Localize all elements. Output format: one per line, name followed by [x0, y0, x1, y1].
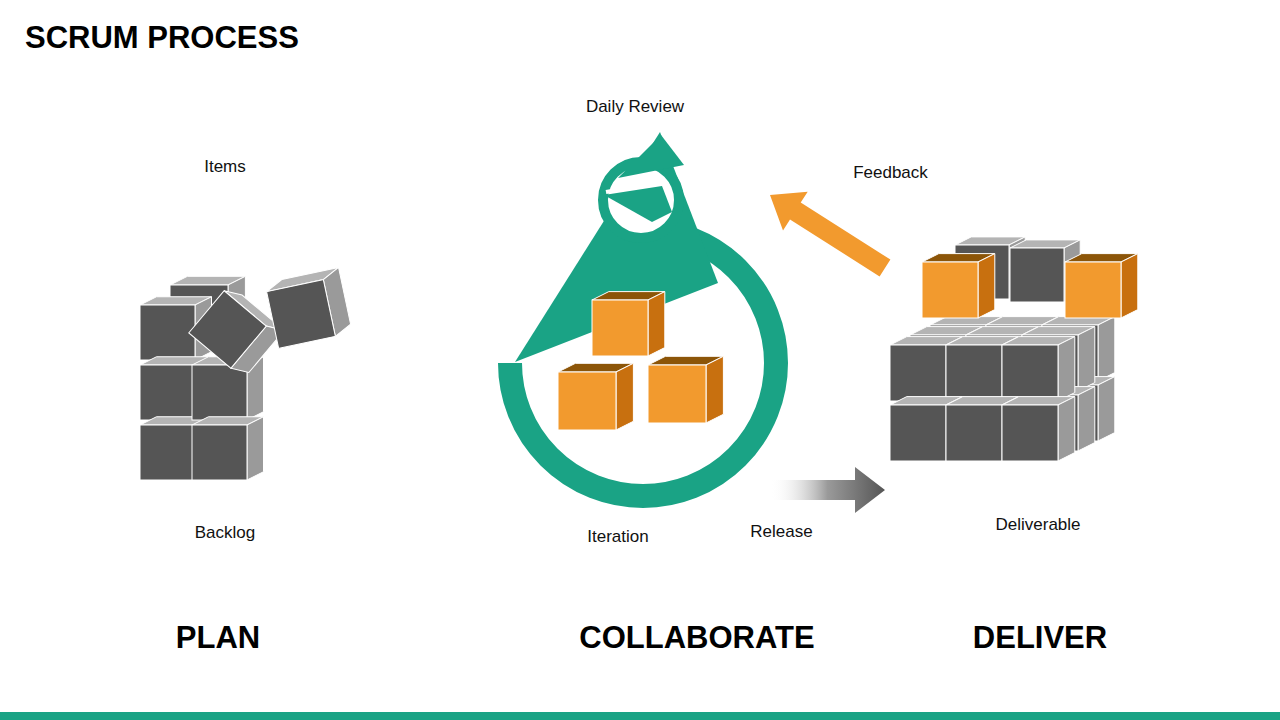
cube-side: [1078, 387, 1095, 451]
edge-label: Feedback: [850, 163, 931, 183]
cube-side: [706, 356, 723, 423]
flow-arrow: [770, 192, 890, 277]
cube-front: [946, 345, 1002, 401]
cube-side: [1098, 317, 1115, 381]
cube-front: [267, 280, 336, 349]
cube-side: [616, 363, 633, 430]
cube: [922, 254, 995, 318]
page-title: SCRUM PROCESS: [25, 20, 299, 56]
phase-label: DELIVER: [973, 620, 1107, 656]
cube-front: [1002, 405, 1058, 461]
cube-front: [140, 425, 195, 480]
cube-side: [1098, 377, 1115, 441]
node-text: Items: [204, 157, 246, 177]
iteration-cycle: [510, 132, 776, 496]
phase-label: PLAN: [176, 620, 260, 656]
node-text: Backlog: [195, 523, 255, 543]
cube: [265, 267, 353, 348]
cube-side: [648, 292, 665, 356]
cube: [648, 356, 723, 423]
cube-side: [1058, 397, 1075, 461]
cube-front: [890, 405, 946, 461]
cube: [1002, 397, 1075, 461]
footer-bar: [0, 712, 1280, 720]
cube: [1002, 337, 1075, 401]
node-text: Daily Review: [586, 97, 684, 117]
cube-front: [140, 365, 195, 420]
cube-front: [648, 365, 706, 423]
cube-front: [558, 372, 616, 430]
node-text: Deliverable: [995, 515, 1080, 535]
cube: [1065, 254, 1138, 318]
edge-label: Release: [747, 522, 815, 542]
cube: [592, 292, 665, 356]
cube-side: [1078, 327, 1095, 391]
phase-label: COLLABORATE: [579, 620, 814, 656]
cube-front: [140, 305, 195, 360]
illustration-node: Daily ReviewIteration: [500, 95, 770, 550]
illustration-node: ItemsBacklog: [130, 150, 370, 550]
cube: [558, 363, 633, 430]
cube-side: [978, 254, 995, 318]
cube-side: [1121, 254, 1138, 318]
cube-side: [247, 417, 264, 480]
cube-front: [890, 345, 946, 401]
cube-blocks: [140, 237, 1138, 480]
cube-front: [1010, 248, 1064, 302]
flow-arrow: [770, 467, 885, 513]
cube-front: [192, 365, 247, 420]
cube-side: [1058, 337, 1075, 401]
cube-front: [192, 425, 247, 480]
cube: [192, 417, 264, 480]
cube-front: [189, 291, 266, 368]
cube-front: [1065, 262, 1121, 318]
illustration-node: Deliverable: [885, 230, 1145, 540]
cube-front: [592, 300, 648, 356]
cube-front: [1002, 345, 1058, 401]
node-text: Iteration: [587, 527, 648, 547]
cube-front: [946, 405, 1002, 461]
cube-front: [922, 262, 978, 318]
